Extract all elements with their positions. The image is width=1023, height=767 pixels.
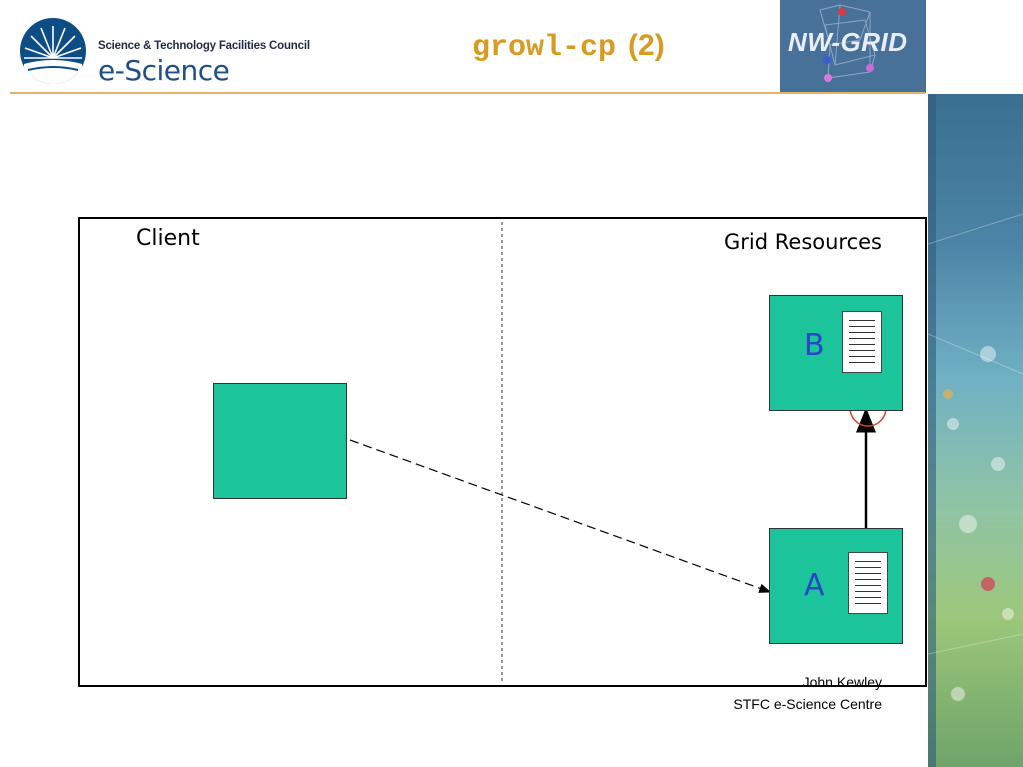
client-label: Client: [136, 226, 200, 251]
decorative-sidebar-image: [928, 94, 1023, 767]
grid-network-icon: [819, 4, 876, 82]
header-divider: [10, 92, 925, 94]
stfc-logo: Science & Technology Facilities Council …: [18, 16, 318, 87]
org-line: Science & Technology Facilities Council: [98, 40, 310, 52]
footer-author: John Kewley: [802, 674, 882, 690]
footer-affiliation: STFC e-Science Centre: [733, 696, 882, 712]
slide-title: growl-cp (2): [472, 28, 665, 65]
title-number: (2): [628, 29, 665, 62]
grid-resources-label: Grid Resources: [724, 230, 882, 254]
node-a-label: A: [804, 568, 825, 603]
node-b-label: B: [804, 328, 825, 363]
client-box: [213, 383, 347, 499]
node-a-document-icon: [848, 552, 888, 614]
title-command: growl-cp: [472, 31, 617, 65]
sunburst-emblem-icon: [20, 18, 86, 84]
nw-grid-logo: NW-GRID: [780, 0, 926, 93]
node-b-box: [769, 295, 903, 411]
nw-grid-text: NW-GRID: [788, 27, 908, 57]
node-b-document-icon: [842, 311, 882, 373]
org-name: e-Science: [98, 54, 230, 87]
